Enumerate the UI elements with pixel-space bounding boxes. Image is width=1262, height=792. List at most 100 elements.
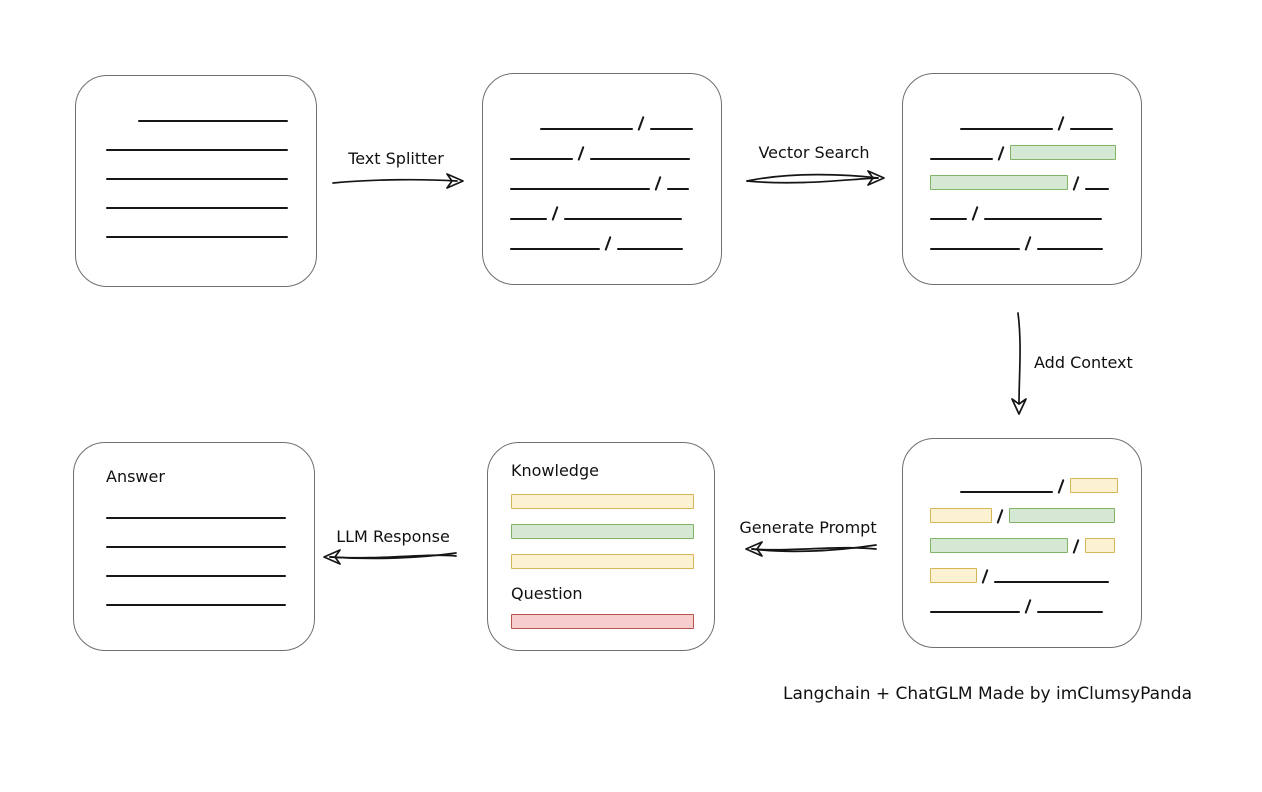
text-line: [984, 218, 1103, 220]
slash-separator: [551, 206, 559, 221]
green-highlight-bar: [1009, 508, 1116, 523]
text-line: [1070, 128, 1114, 130]
chunk-row: [930, 507, 1116, 524]
chunk-row: [930, 234, 1113, 251]
context-chunks-box: [902, 438, 1142, 648]
yellow-highlight-bar: [930, 568, 977, 583]
slash-separator: [1072, 539, 1080, 554]
slash-separator: [1024, 236, 1032, 251]
llm-response-label: LLM Response: [336, 527, 450, 546]
text-line: [106, 546, 286, 548]
chunk-row: [510, 234, 693, 251]
chunk-row: [106, 164, 288, 180]
indent-gap: [510, 129, 540, 130]
chunk-row: [930, 144, 1117, 161]
slash-separator: [1072, 176, 1080, 191]
slash-separator: [996, 509, 1004, 524]
text-line: [106, 575, 286, 577]
text-line: [994, 581, 1110, 583]
chunk-row: [106, 532, 286, 548]
text-line: [106, 517, 286, 519]
add-context-arrow: [1011, 312, 1027, 415]
chunk-row: [930, 537, 1116, 554]
split-chunks-box: [482, 73, 722, 285]
text-line: [930, 158, 993, 160]
slash-separator: [654, 176, 662, 191]
chunk-row: [106, 561, 286, 577]
indent-gap: [106, 121, 138, 122]
chunk-row: [106, 106, 288, 122]
text-line: [650, 128, 694, 130]
text-line: [590, 158, 691, 160]
text-line: [138, 120, 288, 122]
llm-response-arrow: [323, 549, 457, 565]
chunk-row: [106, 503, 286, 519]
text-line: [510, 188, 650, 190]
question-bars: [511, 614, 694, 629]
text-line: [540, 128, 633, 130]
chunk-row: [510, 174, 693, 191]
slash-separator: [637, 116, 645, 131]
text-line: [930, 218, 967, 220]
chunk-row: [510, 204, 693, 221]
green-highlight-bar: [930, 538, 1068, 553]
chunk-row: [106, 193, 288, 209]
chunk-lines: [483, 74, 721, 251]
answer-box: Answer: [73, 442, 315, 651]
match-lines: [903, 74, 1141, 251]
green-highlight-bar: [1010, 145, 1117, 160]
answer-lines: [106, 503, 286, 606]
text-splitter-label: Text Splitter: [348, 149, 444, 168]
slash-separator: [1057, 116, 1065, 131]
text-line: [1085, 188, 1110, 190]
answer-label: Answer: [106, 467, 165, 486]
text-line: [510, 158, 573, 160]
yellow-highlight-bar: [930, 508, 992, 523]
chunk-row: [930, 597, 1113, 614]
yellow-highlight-bar: [1070, 478, 1119, 493]
text-line: [930, 611, 1020, 613]
text-line: [106, 207, 288, 209]
text-line: [667, 188, 690, 190]
chunk-row: [106, 590, 286, 606]
text-line: [106, 178, 288, 180]
text-line: [106, 149, 288, 151]
chunk-row: [930, 114, 1114, 131]
text-splitter-arrow: [332, 173, 464, 189]
chunk-row: [930, 174, 1113, 191]
text-line: [960, 128, 1053, 130]
text-line: [930, 248, 1020, 250]
text-line: [564, 218, 683, 220]
yellow-prompt-bar: [511, 554, 694, 569]
generate-prompt-arrow: [745, 541, 877, 557]
slash-separator: [604, 236, 612, 251]
slash-separator: [981, 569, 989, 584]
slash-separator: [577, 146, 585, 161]
green-highlight-bar: [930, 175, 1068, 190]
source-document-box: [75, 75, 317, 287]
text-line: [106, 604, 286, 606]
text-line: [1037, 611, 1104, 613]
slash-separator: [997, 146, 1005, 161]
chunk-row: [106, 222, 288, 238]
context-lines: [903, 439, 1141, 614]
question-label: Question: [511, 584, 583, 603]
add-context-label: Add Context: [1034, 353, 1133, 372]
text-line: [510, 248, 600, 250]
text-line: [106, 236, 288, 238]
chunk-row: [930, 567, 1113, 584]
yellow-highlight-bar: [1085, 538, 1116, 553]
knowledge-bars: [511, 494, 694, 569]
caption: Langchain + ChatGLM Made by imClumsyPand…: [783, 684, 1192, 704]
chunk-row: [510, 144, 693, 161]
chunk-row: [106, 135, 288, 151]
slash-separator: [971, 206, 979, 221]
knowledge-label: Knowledge: [511, 461, 599, 480]
text-line: [960, 491, 1053, 493]
vector-search-label: Vector Search: [758, 143, 870, 162]
indent-gap: [930, 492, 960, 493]
red-prompt-bar: [511, 614, 694, 629]
green-prompt-bar: [511, 524, 694, 539]
prompt-box: Knowledge Question: [487, 442, 715, 651]
